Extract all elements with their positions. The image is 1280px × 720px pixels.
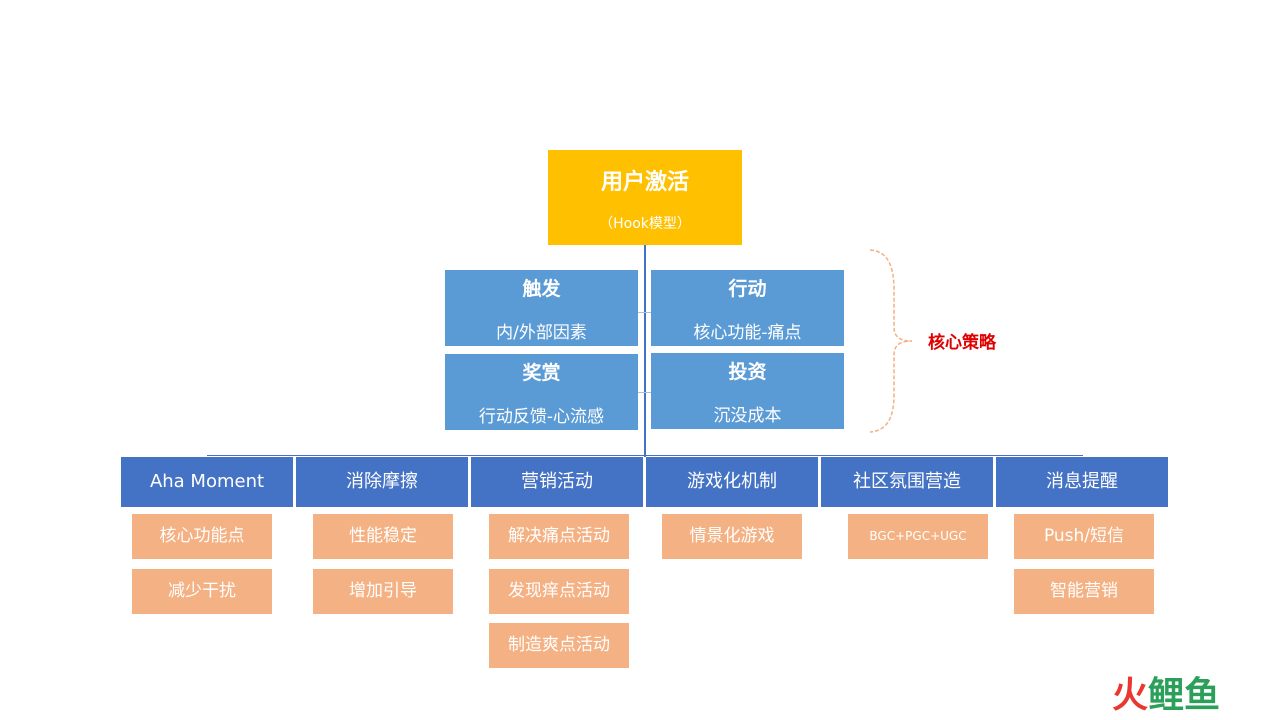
- item-push-sms: Push/短信: [1014, 514, 1154, 559]
- item-content-types: BGC+PGC+UGC: [848, 514, 988, 559]
- item-pain-point-activity: 解决痛点活动: [489, 514, 629, 559]
- root-title: 用户激活: [600, 170, 689, 195]
- curly-brace: [869, 249, 913, 433]
- item-add-guidance: 增加引导: [313, 569, 453, 614]
- item-itch-point-activity: 发现痒点活动: [489, 569, 629, 614]
- hook-title: 奖赏: [522, 362, 561, 384]
- hook-subtitle: 内/外部因素: [496, 323, 587, 343]
- category-community: 社区氛围营造: [821, 457, 993, 507]
- root-subtitle: （Hook模型）: [599, 216, 691, 232]
- hook-title: 投资: [728, 361, 767, 383]
- hook-subtitle: 行动反馈-心流感: [478, 407, 605, 427]
- category-notification: 消息提醒: [996, 457, 1168, 507]
- category-gamification: 游戏化机制: [646, 457, 818, 507]
- item-reduce-interference: 减少干扰: [132, 569, 272, 614]
- hook-node-investment: 投资 沉没成本: [651, 353, 844, 429]
- hook-subtitle: 核心功能-痛点: [693, 323, 802, 343]
- hook-node-trigger: 触发 内/外部因素: [445, 270, 638, 346]
- connector-tick-reward: [638, 392, 646, 393]
- core-strategy-label: 核心策略: [928, 333, 996, 353]
- item-smart-marketing: 智能营销: [1014, 569, 1154, 614]
- category-marketing: 营销活动: [471, 457, 643, 507]
- hook-title: 触发: [522, 278, 561, 300]
- hook-title: 行动: [728, 278, 767, 300]
- hook-subtitle: 沉没成本: [713, 406, 782, 426]
- item-core-feature: 核心功能点: [132, 514, 272, 559]
- watermark-logo: 火鲤鱼: [1112, 676, 1220, 716]
- hook-node-reward: 奖赏 行动反馈-心流感: [445, 354, 638, 430]
- logo-fire-char: 火: [1112, 675, 1149, 716]
- trunk-connector: [644, 245, 646, 457]
- item-stable-performance: 性能稳定: [313, 514, 453, 559]
- category-connector: [207, 455, 1083, 456]
- connector-tick-invest: [644, 392, 652, 393]
- connector-tick-action: [644, 312, 652, 313]
- root-node-user-activation: 用户激活 （Hook模型）: [548, 150, 742, 245]
- logo-carp-chars: 鲤鱼: [1148, 675, 1221, 716]
- category-aha-moment: Aha Moment: [121, 457, 293, 507]
- hook-node-action: 行动 核心功能-痛点: [651, 270, 844, 346]
- item-delight-point-activity: 制造爽点活动: [489, 623, 629, 668]
- category-remove-friction: 消除摩擦: [296, 457, 468, 507]
- connector-tick-trigger: [638, 312, 646, 313]
- item-scenario-game: 情景化游戏: [662, 514, 802, 559]
